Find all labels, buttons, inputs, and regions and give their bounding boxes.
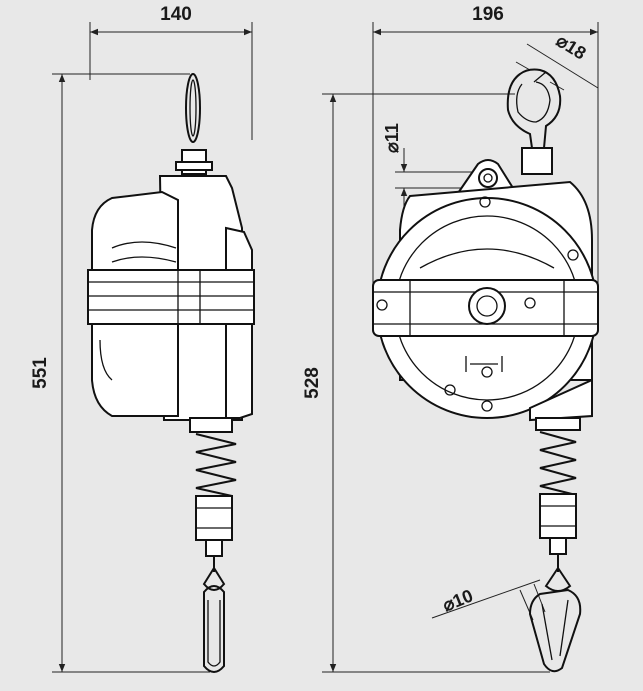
- dim-196-label: 196: [472, 4, 504, 25]
- dimension-196: 196: [372, 4, 599, 290]
- front-view: [372, 68, 599, 673]
- dim-528-label: 528: [302, 367, 323, 399]
- side-view: [87, 73, 255, 673]
- dim-hook-18-label: ⌀18: [553, 30, 590, 63]
- dim-cable-10-label: ⌀10: [440, 585, 476, 615]
- dim-eye-11-label: ⌀11: [382, 123, 402, 153]
- dimension-551: 551: [30, 73, 210, 673]
- dimension-hook-18: ⌀18: [515, 30, 599, 91]
- dimension-140: 140: [89, 4, 253, 140]
- dim-140-label: 140: [160, 4, 192, 25]
- dim-551-label: 551: [30, 357, 51, 389]
- dimension-528: 528: [302, 93, 550, 673]
- dimension-cable-10: ⌀10: [431, 579, 546, 621]
